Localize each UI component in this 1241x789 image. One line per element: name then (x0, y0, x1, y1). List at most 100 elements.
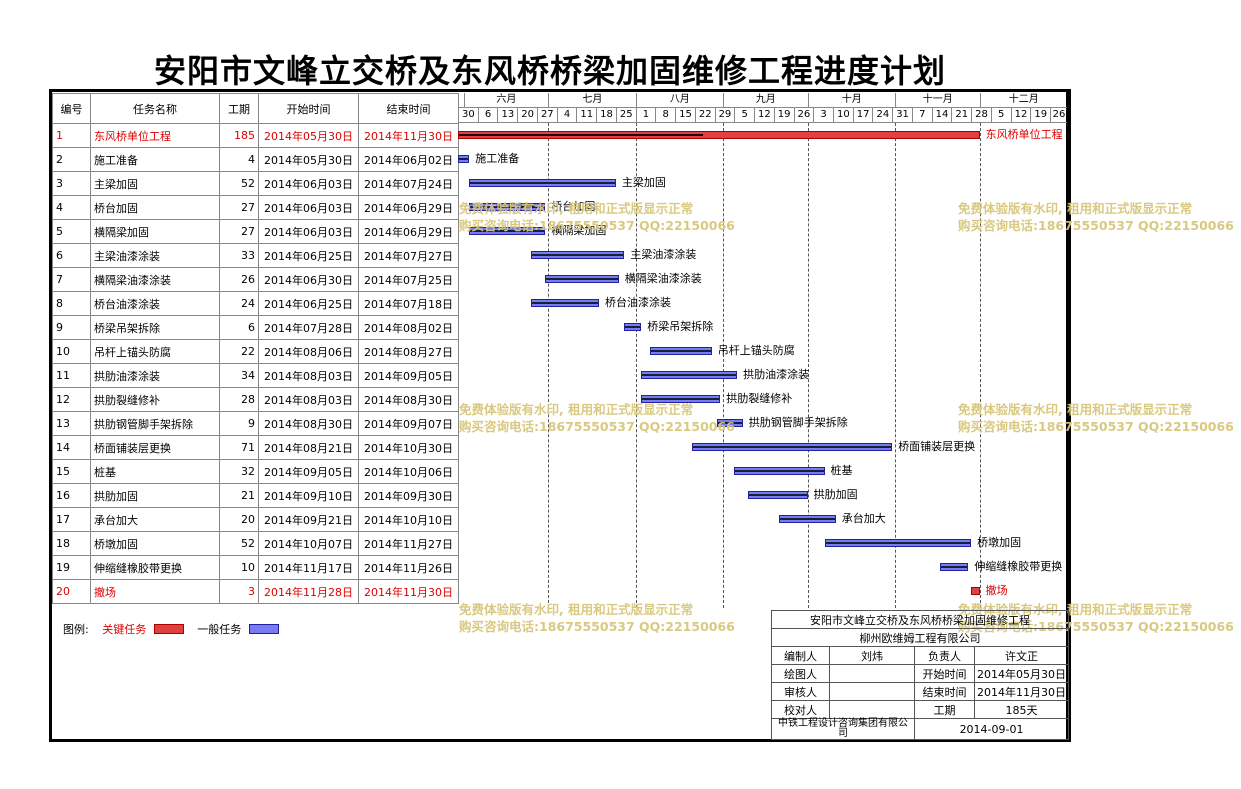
row-start: 2014年09月05日 (258, 459, 359, 484)
watermark: 免费体验版有水印, 租用和正式版显示正常购买咨询电话:18675550537 Q… (958, 402, 1234, 434)
row-start: 2014年08月30日 (258, 411, 359, 436)
row-end: 2014年07月18日 (358, 291, 459, 316)
row-start: 2014年06月03日 (258, 219, 359, 244)
row-name: 桥墩加固 (90, 531, 220, 556)
gantt-day-tick: 21 (951, 108, 971, 122)
gantt-day-tick: 15 (675, 108, 695, 122)
gantt-month-gridline (807, 123, 809, 608)
gantt-bar (545, 275, 619, 283)
tb-drawing-label: 绘图人 (771, 664, 830, 683)
gantt-bar (940, 563, 969, 571)
row-name: 桥台油漆涂装 (90, 291, 220, 316)
gantt-bar (469, 227, 546, 235)
row-duration: 21 (219, 483, 259, 508)
header-id: 编号 (52, 93, 91, 124)
row-id: 14 (52, 435, 91, 460)
row-start: 2014年06月30日 (258, 267, 359, 292)
row-name: 主梁油漆涂装 (90, 243, 220, 268)
tb-drawing-value (828, 664, 916, 683)
gantt-bar-critical (971, 587, 980, 595)
gantt-day-tick: 17 (852, 108, 873, 122)
header-duration: 工期 (219, 93, 259, 124)
gantt-bar-label: 吊杆上锚头防腐 (717, 344, 795, 357)
gantt-bar-label: 横隔梁油漆涂装 (624, 272, 702, 285)
gantt-bar (779, 515, 836, 523)
gantt-bar (458, 155, 470, 163)
gantt-day-tick: 13 (497, 108, 517, 122)
gantt-month-gridline (895, 123, 896, 608)
gantt-bar (469, 203, 546, 211)
gantt-day-tick: 19 (1030, 108, 1050, 122)
row-duration: 3 (219, 579, 259, 604)
row-end: 2014年11月26日 (358, 555, 459, 580)
tb-prepared-label: 编制人 (771, 646, 830, 665)
watermark: 免费体验版有水印, 租用和正式版显示正常购买咨询电话:18675550537 Q… (958, 201, 1234, 233)
gantt-bar (531, 251, 625, 259)
row-end: 2014年09月07日 (358, 411, 459, 436)
row-id: 7 (52, 267, 91, 292)
watermark: 免费体验版有水印, 租用和正式版显示正常购买咨询电话:18675550537 Q… (459, 402, 735, 434)
tb-end-value: 2014年11月30日 (974, 682, 1069, 701)
row-start: 2014年11月17日 (258, 555, 359, 580)
tb-end-label: 结束时间 (914, 682, 975, 701)
legend-normal-swatch (248, 624, 279, 634)
row-name: 桩基 (90, 459, 220, 484)
gantt-bar (641, 395, 721, 403)
legend-critical-label: 关键任务 (102, 623, 147, 636)
row-id: 10 (52, 339, 91, 364)
row-start: 2014年06月25日 (258, 291, 359, 316)
row-end: 2014年06月29日 (358, 195, 459, 220)
row-start: 2014年09月10日 (258, 483, 359, 508)
gantt-day-tick: 14 (931, 108, 952, 122)
row-name: 拱肋钢管脚手架拆除 (90, 411, 220, 436)
row-start: 2014年08月03日 (258, 387, 359, 412)
row-end: 2014年10月30日 (358, 435, 459, 460)
gantt-bar-label: 拱肋裂缝修补 (726, 392, 793, 405)
gantt-bar-critical (458, 131, 980, 139)
row-name: 伸缩缝橡胶带更换 (90, 555, 220, 580)
gantt-bar (734, 467, 825, 475)
gantt-bar (641, 371, 738, 379)
gantt-day-tick: 18 (596, 108, 616, 122)
row-duration: 27 (219, 195, 259, 220)
row-start: 2014年08月06日 (258, 339, 359, 364)
tb-check-label: 校对人 (771, 700, 830, 719)
row-duration: 34 (219, 363, 259, 388)
gantt-bar-label: 东风桥单位工程 (985, 128, 1063, 141)
row-id: 4 (52, 195, 91, 220)
gantt-bar-label: 横隔梁加固 (551, 224, 607, 237)
gantt-day-tick: 25 (615, 108, 636, 122)
row-start: 2014年08月03日 (258, 363, 359, 388)
row-id: 1 (52, 123, 91, 148)
row-start: 2014年06月25日 (258, 243, 359, 268)
tb-org: 中铁工程设计咨询集团有限公司 (770, 718, 916, 740)
row-start: 2014年05月30日 (258, 123, 359, 148)
row-duration: 52 (219, 531, 259, 556)
row-duration: 20 (219, 507, 259, 532)
gantt-bar-label: 桩基 (830, 464, 853, 477)
gantt-bar-label: 桥台油漆涂装 (604, 296, 671, 309)
gantt-bar-label: 桥台加固 (551, 200, 596, 213)
tb-duration-value: 185天 (974, 700, 1069, 719)
row-start: 2014年11月28日 (258, 579, 359, 604)
row-name: 拱肋加固 (90, 483, 220, 508)
row-name: 桥面铺装层更换 (90, 435, 220, 460)
tb-duration-label: 工期 (914, 700, 975, 719)
row-duration: 28 (219, 387, 259, 412)
row-end: 2014年07月24日 (358, 171, 459, 196)
row-id: 16 (52, 483, 91, 508)
tb-review-value (828, 682, 916, 701)
row-duration: 185 (219, 123, 259, 148)
gantt-bar (692, 443, 893, 451)
row-id: 2 (52, 147, 91, 172)
gantt-bar-label: 拱肋油漆涂装 (743, 368, 810, 381)
